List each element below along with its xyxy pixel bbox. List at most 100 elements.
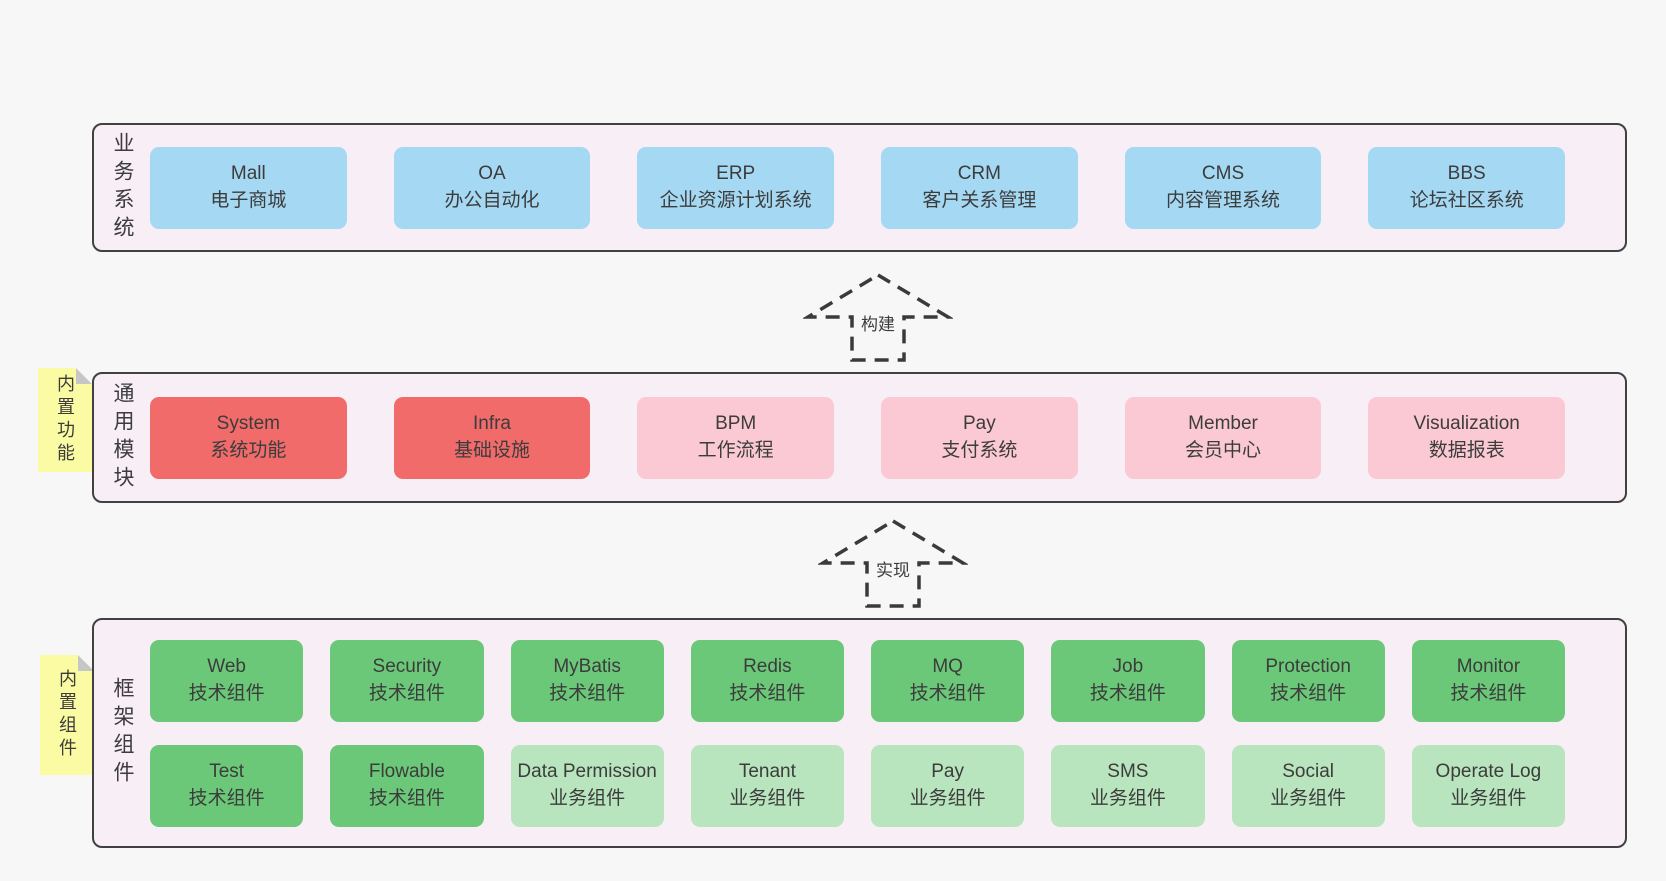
- box-title: Test: [209, 760, 245, 782]
- box-visualization: Visualization 数据报表: [1368, 396, 1566, 479]
- box-subtitle: 工作流程: [697, 439, 774, 461]
- up-arrow-icon: [803, 272, 953, 362]
- box-title: MQ: [932, 655, 963, 677]
- box-title: Infra: [472, 412, 512, 434]
- box-pay-module: Pay 支付系统: [881, 396, 1078, 479]
- box-subtitle: 论坛社区系统: [1409, 189, 1524, 211]
- box-title: Mall: [230, 162, 266, 184]
- box-subtitle: 企业资源计划系统: [659, 189, 812, 211]
- up-arrow-icon: [818, 518, 968, 608]
- box-subtitle: 技术组件: [368, 787, 445, 809]
- box-subtitle: 办公自动化: [444, 189, 540, 211]
- box-job: Job 技术组件: [1051, 639, 1205, 722]
- box-subtitle: 支付系统: [941, 439, 1018, 461]
- box-pay-component: Pay 业务组件: [871, 744, 1025, 827]
- box-system: System 系统功能: [150, 396, 347, 479]
- box-erp: ERP 企业资源计划系统: [637, 146, 835, 229]
- box-subtitle: 技术组件: [1089, 682, 1166, 704]
- build-arrow: 构建: [803, 270, 953, 365]
- box-flowable: Flowable 技术组件: [330, 744, 484, 827]
- band-label: 业务系统: [94, 125, 150, 250]
- sticky-note-text: 内置功能: [55, 374, 75, 466]
- box-title: CMS: [1201, 162, 1245, 184]
- box-social: Social 业务组件: [1231, 744, 1385, 827]
- box-title: Protection: [1265, 655, 1351, 677]
- box-title: System: [216, 412, 281, 434]
- box-subtitle: 技术组件: [1450, 682, 1527, 704]
- box-subtitle: 会员中心: [1185, 439, 1262, 461]
- box-subtitle: 技术组件: [188, 682, 265, 704]
- band-framework-components: 框架组件 Web 技术组件 Security 技术组件 MyBatis 技术组件…: [92, 618, 1627, 848]
- box-subtitle: 内容管理系统: [1166, 189, 1281, 211]
- box-monitor: Monitor 技术组件: [1411, 639, 1565, 722]
- box-subtitle: 客户关系管理: [922, 189, 1037, 211]
- band-label-text: 框架组件: [111, 677, 134, 789]
- box-title: ERP: [716, 162, 756, 184]
- box-mall: Mall 电子商城: [150, 146, 347, 229]
- band-label-text: 业务系统: [111, 131, 134, 244]
- box-subtitle: 业务组件: [729, 787, 806, 809]
- box-subtitle: 业务组件: [909, 787, 986, 809]
- box-title: Member: [1188, 412, 1258, 434]
- box-oa: OA 办公自动化: [393, 146, 591, 229]
- box-subtitle: 技术组件: [1270, 682, 1347, 704]
- band-label: 通用模块: [94, 374, 150, 501]
- box-operate-log: Operate Log 业务组件: [1411, 744, 1565, 827]
- box-mq: MQ 技术组件: [871, 639, 1025, 722]
- box-title: Monitor: [1456, 655, 1521, 677]
- build-arrow-label: 构建: [857, 308, 899, 337]
- box-title: Data Permission: [517, 760, 657, 782]
- box-infra: Infra 基础设施: [393, 396, 591, 479]
- box-subtitle: 技术组件: [368, 682, 445, 704]
- box-title: CRM: [957, 162, 1001, 184]
- box-web: Web 技术组件: [150, 639, 304, 722]
- implement-arrow: 实现: [818, 516, 968, 611]
- band-common-modules: 通用模块 System 系统功能 Infra 基础设施 BPM 工作流程 Pay…: [92, 372, 1627, 503]
- box-data-permission: Data Permission 业务组件: [510, 744, 664, 827]
- box-subtitle: 业务组件: [1270, 787, 1347, 809]
- sticky-note-builtin-components: 内置组件: [40, 655, 94, 775]
- box-title: Pay: [931, 760, 964, 782]
- box-title: OA: [478, 162, 506, 184]
- box-test: Test 技术组件: [150, 744, 304, 827]
- implement-arrow-label: 实现: [872, 554, 914, 583]
- box-subtitle: 基础设施: [454, 439, 531, 461]
- box-title: Flowable: [368, 760, 445, 782]
- box-subtitle: 业务组件: [549, 787, 626, 809]
- box-title: Redis: [743, 655, 792, 677]
- box-subtitle: 数据报表: [1428, 439, 1505, 461]
- box-security: Security 技术组件: [330, 639, 484, 722]
- band-box-grid: Web 技术组件 Security 技术组件 MyBatis 技术组件 Redi…: [150, 639, 1625, 827]
- box-sms: SMS 业务组件: [1051, 744, 1205, 827]
- box-bpm: BPM 工作流程: [637, 396, 835, 479]
- box-subtitle: 业务组件: [1089, 787, 1166, 809]
- box-mybatis: MyBatis 技术组件: [510, 639, 664, 722]
- box-member: Member 会员中心: [1124, 396, 1322, 479]
- box-title: Pay: [962, 412, 996, 434]
- box-cms: CMS 内容管理系统: [1124, 146, 1322, 229]
- box-title: Visualization: [1413, 412, 1520, 434]
- box-bbs: BBS 论坛社区系统: [1368, 146, 1566, 229]
- box-tenant: Tenant 业务组件: [690, 744, 844, 827]
- box-title: Social: [1282, 760, 1334, 782]
- band-box-row: Mall 电子商城 OA 办公自动化 ERP 企业资源计划系统 CRM 客户关系…: [150, 146, 1625, 229]
- band-box-row: System 系统功能 Infra 基础设施 BPM 工作流程 Pay 支付系统…: [150, 396, 1625, 479]
- box-subtitle: 技术组件: [729, 682, 806, 704]
- box-protection: Protection 技术组件: [1231, 639, 1385, 722]
- sticky-note-text: 内置组件: [57, 669, 77, 761]
- box-subtitle: 技术组件: [549, 682, 626, 704]
- box-title: Job: [1112, 655, 1144, 677]
- band-business-systems: 业务系统 Mall 电子商城 OA 办公自动化 ERP 企业资源计划系统 CRM…: [92, 123, 1627, 252]
- box-title: Web: [207, 655, 246, 677]
- box-title: Operate Log: [1435, 760, 1542, 782]
- sticky-note-builtin-features: 内置功能: [38, 368, 92, 472]
- box-title: BBS: [1447, 162, 1486, 184]
- box-subtitle: 技术组件: [909, 682, 986, 704]
- box-title: SMS: [1107, 760, 1149, 782]
- box-subtitle: 业务组件: [1450, 787, 1527, 809]
- box-subtitle: 电子商城: [210, 189, 287, 211]
- box-subtitle: 技术组件: [188, 787, 265, 809]
- box-title: Security: [372, 655, 442, 677]
- box-redis: Redis 技术组件: [690, 639, 844, 722]
